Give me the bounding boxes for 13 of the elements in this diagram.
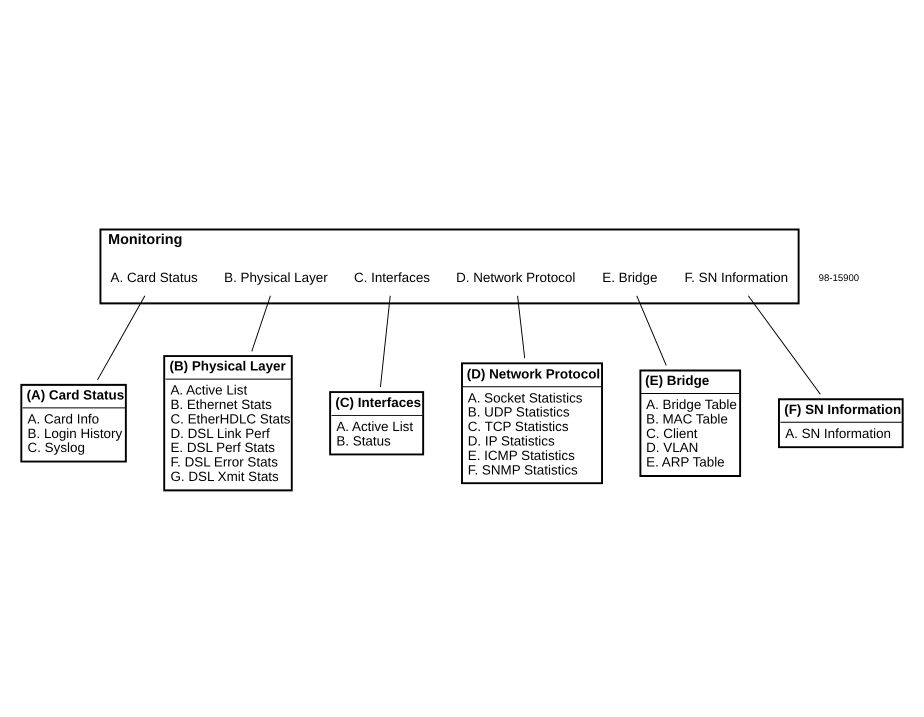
connector: [96, 295, 146, 380]
connector: [251, 295, 271, 352]
node-text: B. Physical Layer: [224, 270, 328, 285]
node-text: A. Card Status: [110, 270, 198, 285]
node-text: F. SN Information: [684, 270, 788, 285]
node-text: C. Interfaces: [354, 270, 430, 285]
label: 98-15900: [818, 272, 860, 284]
connector: [517, 295, 526, 359]
connector: [748, 295, 821, 395]
connector: [636, 295, 667, 366]
node-text: D. Network Protocol: [456, 270, 576, 285]
connector: [380, 295, 391, 388]
node-text: E. Bridge: [602, 270, 658, 285]
